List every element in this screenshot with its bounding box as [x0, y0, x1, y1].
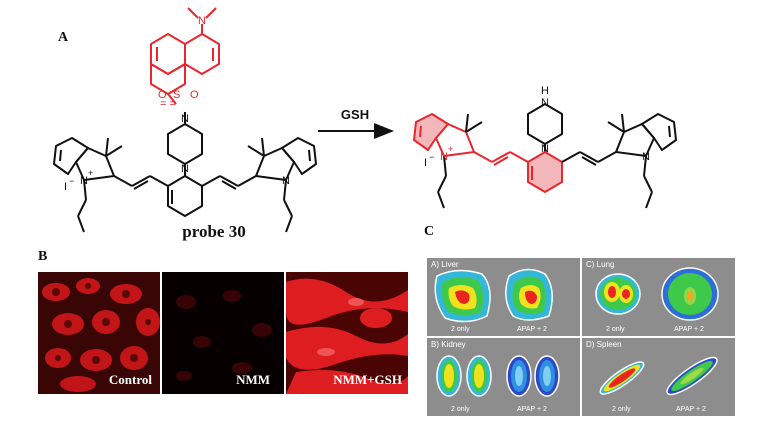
- organ-right-label-liver: APAP + 2: [517, 326, 547, 333]
- cell-label-nmm-gsh: NMM+GSH: [333, 372, 402, 387]
- organ-heatmap-kidney: [436, 355, 560, 397]
- atom-n-plus-left: N: [80, 175, 88, 187]
- organ-panel-lung: C) Lung 2 only APAP + 2: [582, 258, 735, 336]
- organ-heatmap-lung: [595, 267, 719, 321]
- atom-nh: N: [541, 97, 549, 109]
- cell-label-nmm: NMM: [236, 372, 270, 387]
- atom-o-left: O: [158, 89, 167, 101]
- right-indole: [247, 137, 317, 233]
- organ-panel-spleen: D) Spleen 2 only APAP + 2: [582, 338, 735, 416]
- atom-n-dimethyl: N: [198, 15, 206, 27]
- atom-n-product-pip: N: [541, 143, 549, 155]
- atom-n-plus-product: N: [440, 151, 448, 163]
- organ-left-label-liver: 2 only: [451, 326, 470, 333]
- reaction-scheme: N S O O N N N + I − N = =: [53, 7, 677, 233]
- atom-n-pip-top: N: [181, 113, 189, 125]
- organ-title-lung: C) Lung: [586, 260, 615, 269]
- probe-caption: probe 30: [182, 222, 246, 241]
- atom-plus-product: +: [448, 144, 453, 154]
- atom-h: H: [541, 85, 549, 97]
- atom-iodide-product: I: [424, 157, 427, 169]
- cell-image-control: Control: [38, 272, 160, 394]
- cell-image-nmm: NMM: [162, 272, 284, 394]
- atom-s: S: [173, 89, 180, 101]
- organ-right-label-spleen: APAP + 2: [676, 406, 706, 413]
- cyclohexene-ring: [167, 175, 203, 217]
- organ-heatmap-spleen: [599, 356, 718, 396]
- cell-label-control: Control: [108, 372, 152, 387]
- atom-o-right: O: [190, 89, 199, 101]
- organ-right-label-kidney: APAP + 2: [517, 406, 547, 413]
- organ-title-liver: A) Liver: [431, 260, 459, 269]
- reagent-label: GSH: [340, 107, 370, 122]
- dansyl-group: [150, 7, 220, 105]
- atom-minus-product: −: [429, 152, 434, 162]
- organ-right-label-lung: APAP + 2: [674, 326, 704, 333]
- organ-panel-liver: A) Liver 2 only APAP + 2: [427, 258, 580, 336]
- organ-panel-kidney: B) Kidney 2 only APAP + 2: [427, 338, 580, 416]
- left-indolium: [53, 137, 123, 233]
- panel-label-b: B: [38, 249, 48, 264]
- organ-left-label-kidney: 2 only: [451, 406, 470, 413]
- atom-n-right: N: [282, 175, 290, 187]
- organ-title-spleen: D) Spleen: [586, 340, 622, 349]
- organ-left-label-lung: 2 only: [606, 326, 625, 333]
- atom-n-product-right: N: [642, 151, 650, 163]
- atom-minus-sign: −: [69, 176, 74, 186]
- cell-image-nmm-gsh: NMM+GSH: [286, 272, 408, 394]
- organ-left-label-spleen: 2 only: [612, 406, 631, 413]
- sulfonyl-bonds: = =: [160, 98, 176, 110]
- cell-fluorescence-nmm: [162, 272, 284, 394]
- piperazine-ring: [167, 112, 203, 176]
- cell-fluorescence-control: [38, 272, 160, 394]
- panel-label-a: A: [58, 30, 69, 45]
- organ-heatmap-liver: [434, 268, 553, 323]
- probe-structure: [53, 7, 317, 233]
- panel-label-c: C: [424, 224, 435, 239]
- cell-fluorescence-nmm-gsh: [286, 272, 408, 394]
- product-structure: [413, 103, 677, 209]
- atom-n-pip-bottom: N: [181, 163, 189, 175]
- organ-title-kidney: B) Kidney: [431, 340, 466, 349]
- atom-plus-sign: +: [88, 168, 93, 178]
- atom-iodide: I: [64, 181, 67, 193]
